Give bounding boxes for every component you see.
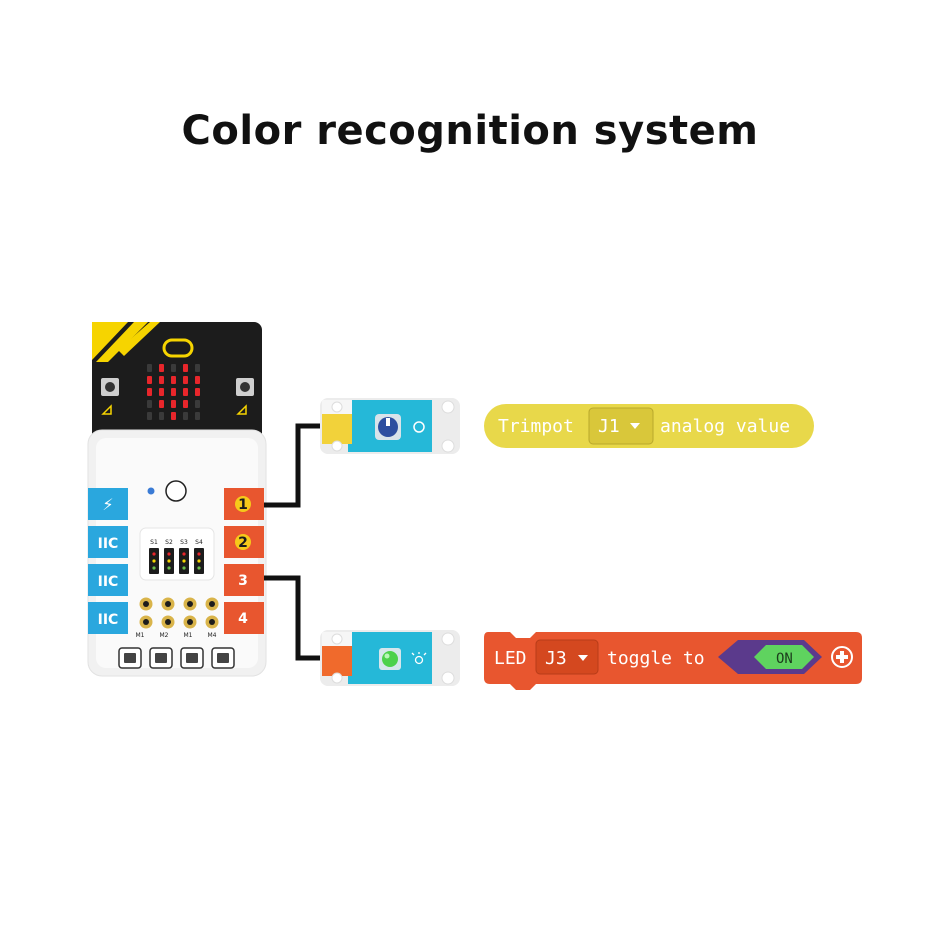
expansion-board: S1 S2 S3 S4 M1 M2 M1 M4 ⚡ IIC IIC IIC 1 2 3 4	[87, 429, 267, 677]
trimpot-block[interactable]: Trimpot J1 analog value	[484, 404, 814, 448]
right-ports: 1 2 3 4	[224, 488, 264, 634]
servo-label: S4	[195, 539, 203, 546]
wires	[264, 423, 322, 661]
chevron-down-icon	[630, 423, 640, 429]
matrix-led	[183, 388, 188, 396]
microbit-button-a[interactable]	[101, 378, 119, 396]
left-port-label: IIC	[98, 574, 119, 590]
matrix-led	[147, 400, 152, 408]
matrix-led	[147, 412, 152, 420]
matrix-led	[195, 388, 200, 396]
left-port[interactable]	[88, 488, 128, 520]
matrix-led	[195, 364, 200, 372]
left-port-label: IIC	[98, 612, 119, 628]
motor-connectors	[118, 647, 235, 669]
left-port-label: ⚡	[102, 495, 113, 514]
power-led-icon	[147, 487, 155, 495]
left-ports: ⚡ IIC IIC IIC	[88, 488, 128, 634]
servo-label: S3	[180, 539, 188, 546]
trimpot-connector	[322, 414, 352, 444]
motor-label: M1	[184, 632, 193, 639]
green-led-icon	[379, 648, 401, 670]
led-matrix	[147, 364, 200, 420]
led-state-toggle[interactable]: ON	[718, 640, 822, 674]
matrix-led	[171, 364, 176, 372]
right-port-label: 2	[238, 535, 248, 551]
chevron-down-icon	[578, 655, 588, 661]
trimpot-knob-icon	[375, 414, 401, 440]
led-module	[320, 630, 460, 686]
port-badge-icon	[235, 496, 251, 512]
matrix-led	[195, 400, 200, 408]
left-port[interactable]	[88, 526, 128, 558]
matrix-led	[183, 412, 188, 420]
power-button[interactable]	[165, 480, 187, 502]
page-title: Color recognition system	[181, 108, 759, 154]
matrix-led	[147, 388, 152, 396]
matrix-led	[171, 388, 176, 396]
wire-port3-led	[264, 575, 322, 661]
matrix-led	[183, 364, 188, 372]
microbit-logo-icon	[162, 338, 194, 358]
led-port-dropdown[interactable]: J3	[535, 639, 599, 675]
trimpot-block-suffix: analog value	[660, 416, 790, 437]
led-symbol-icon	[411, 652, 427, 665]
led-block[interactable]: LED J3 toggle to ON	[484, 632, 862, 690]
trimpot-module	[320, 398, 460, 454]
matrix-led	[171, 376, 176, 384]
motor-label: M2	[160, 632, 169, 639]
microbit-button-b[interactable]	[236, 378, 254, 396]
port-badge-icon	[235, 534, 251, 550]
matrix-led	[159, 400, 164, 408]
matrix-led	[159, 376, 164, 384]
led-block-action: toggle to	[607, 648, 705, 669]
matrix-led	[147, 376, 152, 384]
right-port-label: 4	[238, 611, 248, 627]
matrix-led	[171, 412, 176, 420]
add-icon[interactable]	[831, 646, 853, 668]
servo-label: S1	[150, 539, 158, 546]
right-port-label: 1	[238, 497, 248, 513]
matrix-led	[195, 376, 200, 384]
matrix-led	[171, 400, 176, 408]
trimpot-port-value: J1	[598, 416, 620, 437]
left-port-label: IIC	[98, 536, 119, 552]
wire-port1-trimpot	[264, 423, 322, 508]
matrix-led	[159, 364, 164, 372]
motor-label: M1	[136, 632, 145, 639]
led-connector	[322, 646, 352, 676]
right-port[interactable]	[224, 564, 264, 596]
matrix-led	[159, 412, 164, 420]
matrix-led	[183, 400, 188, 408]
right-port-label: 3	[238, 573, 248, 589]
matrix-led	[147, 364, 152, 372]
trimpot-port-dropdown[interactable]: J1	[588, 407, 654, 445]
servo-label: S2	[165, 539, 173, 546]
trimpot-block-prefix: Trimpot	[498, 416, 574, 437]
microbit	[92, 322, 262, 452]
led-state-value: ON	[776, 651, 793, 667]
left-port[interactable]	[88, 602, 128, 634]
trimpot-symbol-icon	[413, 421, 425, 433]
led-block-prefix: LED	[494, 648, 527, 669]
matrix-led	[195, 412, 200, 420]
motor-terminals: M1 M2 M1 M4	[136, 597, 219, 639]
led-port-value: J3	[545, 648, 567, 669]
motor-label: M4	[208, 632, 217, 639]
left-port[interactable]	[88, 564, 128, 596]
servo-pins: S1 S2 S3 S4	[149, 539, 204, 574]
matrix-led	[159, 388, 164, 396]
matrix-led	[183, 376, 188, 384]
right-port[interactable]	[224, 602, 264, 634]
